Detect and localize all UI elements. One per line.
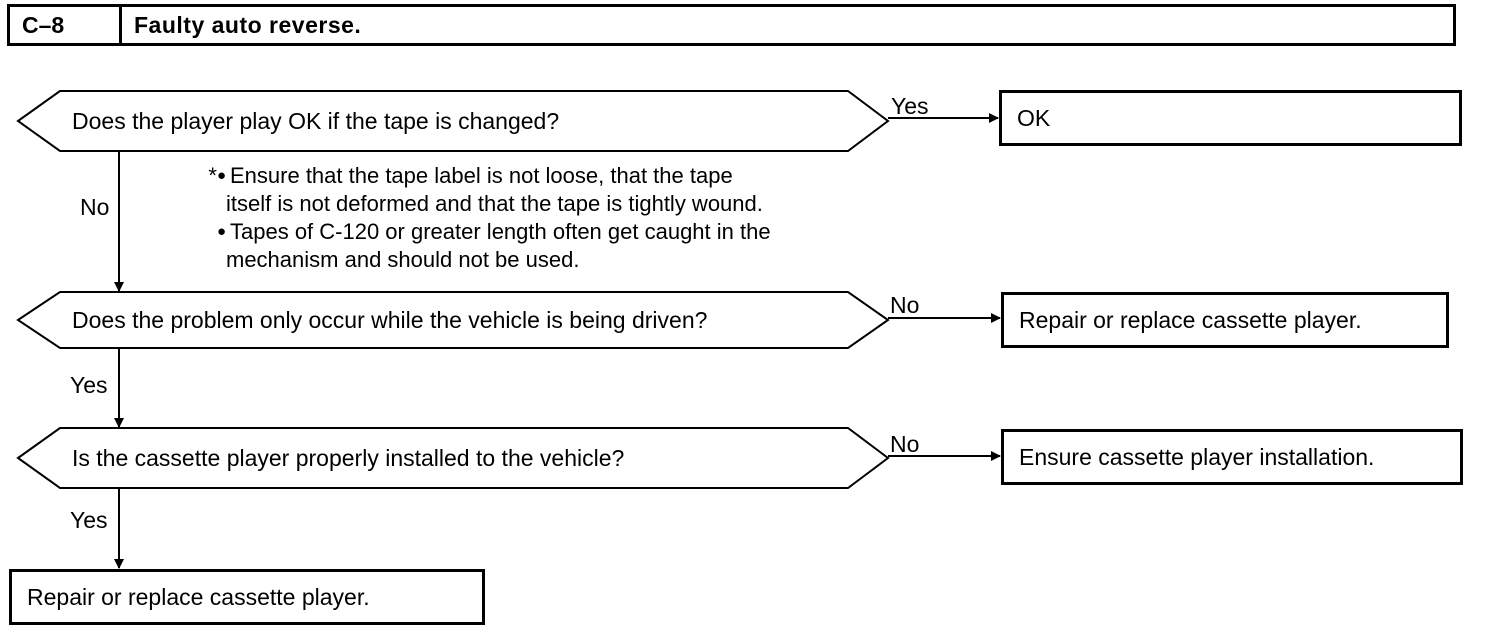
note-bullet-2: ● xyxy=(216,223,226,240)
note-line-2: itself is not deformed and that the tape… xyxy=(226,191,763,216)
result-box-ensure-install: Ensure cassette player installation. xyxy=(1001,429,1463,485)
branch-label-q2-yes: Yes xyxy=(70,372,108,398)
note-asterisk: * xyxy=(208,163,217,188)
result-box-repair-1: Repair or replace cassette player. xyxy=(1001,292,1449,348)
section-title: Faulty auto reverse. xyxy=(134,11,362,38)
result-ok-text: OK xyxy=(1017,104,1051,131)
branch-label-q1-no: No xyxy=(80,194,110,220)
question-3-text: Is the cassette player properly installe… xyxy=(72,445,625,471)
decision-shape-3 xyxy=(16,427,890,489)
branch-label-q3-yes: Yes xyxy=(70,507,108,533)
note-line-3: Tapes of C-120 or greater length often g… xyxy=(230,219,771,244)
note-line-4: mechanism and should not be used. xyxy=(226,247,580,272)
question-2-text: Does the problem only occur while the ve… xyxy=(72,307,708,333)
result-box-ok: OK xyxy=(999,90,1462,146)
decision-shape-2 xyxy=(16,291,890,349)
tape-note: * ● Ensure that the tape label is not lo… xyxy=(186,162,771,274)
section-header: C–8 Faulty auto reverse. xyxy=(7,4,1456,46)
result-repair-1-text: Repair or replace cassette player. xyxy=(1019,306,1362,333)
result-ensure-install-text: Ensure cassette player installation. xyxy=(1019,443,1375,470)
branch-label-q2-no: No xyxy=(890,292,920,318)
branch-label-q1-yes: Yes xyxy=(891,93,929,119)
question-1-text: Does the player play OK if the tape is c… xyxy=(72,108,560,134)
note-bullet-1: ● xyxy=(216,167,226,184)
decision-shape-1 xyxy=(16,90,890,152)
result-repair-2-text: Repair or replace cassette player. xyxy=(27,583,370,610)
branch-label-q3-no: No xyxy=(890,431,920,457)
section-code: C–8 xyxy=(10,7,122,43)
note-line-1: Ensure that the tape label is not loose,… xyxy=(230,163,733,188)
result-box-repair-2: Repair or replace cassette player. xyxy=(9,569,485,625)
